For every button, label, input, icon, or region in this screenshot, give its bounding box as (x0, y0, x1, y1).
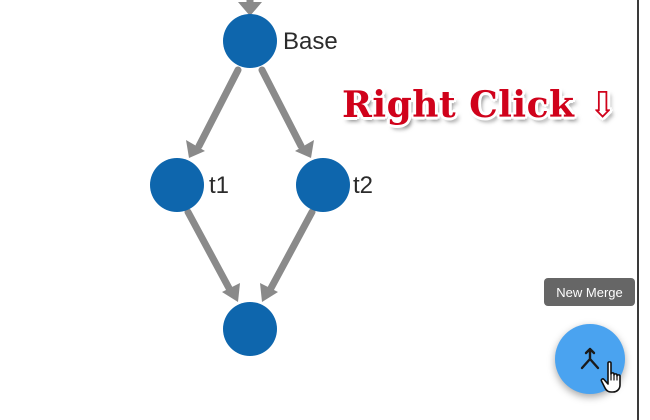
edge-base-t2 (258, 66, 305, 150)
node-t2[interactable] (296, 158, 350, 212)
edge-incoming-base-arrowhead (238, 2, 262, 16)
edge-base-t1-arrowhead (186, 140, 205, 158)
node-t2-label: t2 (353, 172, 373, 199)
right-click-instruction: Right Click ⇩ (342, 84, 619, 126)
node-t1-label: t1 (209, 172, 229, 199)
node-merge[interactable] (223, 302, 277, 356)
edge-t1-merge (184, 208, 234, 294)
edge-t2-merge (266, 208, 316, 294)
edge-base-t1 (195, 66, 242, 150)
node-t1[interactable] (150, 158, 204, 212)
panel-right-border (637, 0, 639, 420)
edge-t1-merge-arrowhead (222, 283, 240, 302)
new-merge-tooltip: New Merge (544, 278, 635, 306)
node-base[interactable] (223, 14, 277, 68)
edge-t2-merge-arrowhead (260, 283, 278, 302)
node-base-label: Base (283, 28, 338, 55)
hand-pointer-icon (600, 361, 621, 393)
merge-icon (580, 347, 600, 370)
edge-base-t2-arrowhead (295, 140, 314, 158)
